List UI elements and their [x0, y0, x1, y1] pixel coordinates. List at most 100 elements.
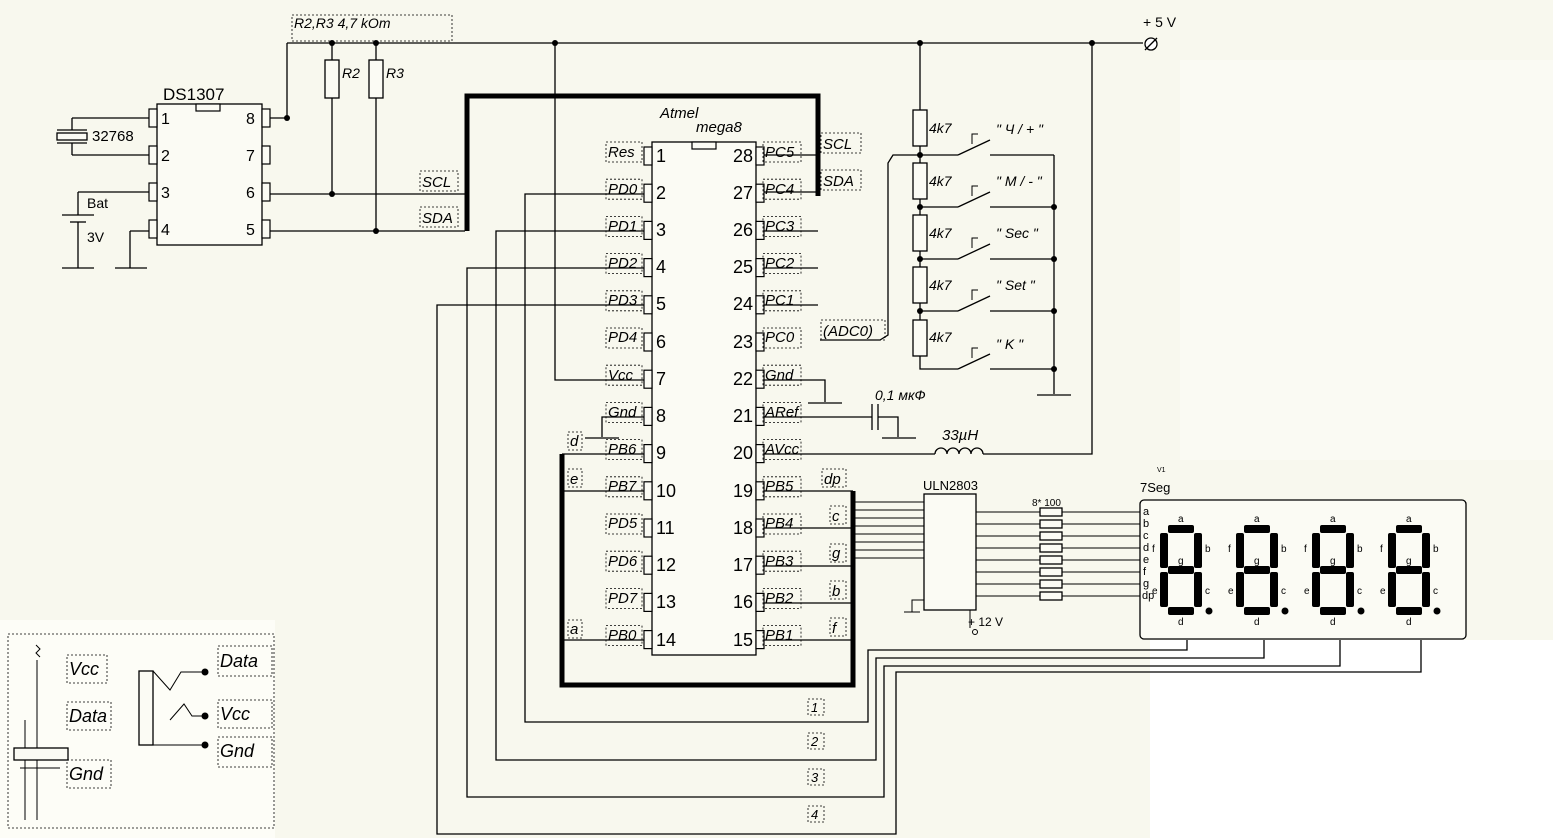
- btn-res-5: 4k7: [929, 329, 953, 345]
- sda-tag-box: [419, 206, 459, 228]
- mcu-pin-stub-right: [755, 332, 765, 352]
- digit-3-segment-f: [1312, 533, 1320, 568]
- mcu-pin-stub-left: [643, 332, 653, 352]
- digit-1-segment-c: [1194, 572, 1202, 607]
- digit-3-label-a: a: [1330, 514, 1336, 525]
- mcu-pin-16: 16: [733, 592, 753, 612]
- mcu-sig-box-right: [762, 364, 802, 386]
- inductor: [934, 447, 984, 455]
- seg-tag-c-box: [829, 505, 847, 525]
- mcu-sig-pb7: PB7: [608, 478, 637, 495]
- ds1307-pin4: 4: [161, 222, 170, 239]
- digit-4-segment-a: [1396, 525, 1422, 533]
- mcu-sig-pd0: PD0: [608, 181, 638, 198]
- mcu-sig-pb2: PB2: [765, 590, 794, 607]
- mcu-sig-pc4: PC4: [765, 181, 794, 198]
- mcu-pin-19: 19: [733, 481, 753, 501]
- seg-tag-e: e: [570, 471, 578, 488]
- mcu-sig-box-right: [762, 178, 802, 200]
- seg-tag-dp: dp: [824, 471, 841, 488]
- mcu-pin-14: 14: [656, 630, 676, 650]
- seg-tag-c: c: [832, 508, 840, 525]
- mcu-sig-box-right: [762, 476, 802, 498]
- mcu-pin-27: 27: [733, 183, 753, 203]
- mcu-sig-res: Res: [608, 144, 635, 161]
- display-frame: [1139, 499, 1467, 640]
- seg-tag-b-box: [829, 580, 847, 600]
- mcu-sig-box-left: [605, 215, 643, 237]
- mcu-sig-box-left: [605, 625, 643, 646]
- resistor-r2: [324, 43, 340, 197]
- mcu-sig-pd7: PD7: [608, 590, 638, 607]
- mcu-pin-21: 21: [733, 406, 753, 426]
- seg-tag-dp-box: [821, 468, 847, 488]
- scl-tag-box: [419, 170, 459, 192]
- adc-tag: (ADC0): [823, 323, 873, 340]
- conn-gnd-right: Gnd: [220, 741, 255, 761]
- digit-1-label-a: a: [1178, 514, 1184, 525]
- uln2803-chip: [904, 493, 978, 635]
- mcu-pin-9: 9: [656, 443, 666, 463]
- mcu-gnd-wire: [601, 416, 644, 437]
- ds1307-pin7: 7: [246, 148, 255, 165]
- crystal-label: 32768: [92, 128, 134, 145]
- display-name: 7Seg: [1140, 480, 1170, 495]
- digit-2-segment-b: [1270, 533, 1278, 568]
- digit-tag-3-box: [807, 768, 825, 786]
- disp-pin-g: g: [1143, 578, 1149, 590]
- mcu-sig-box-left: [605, 327, 643, 349]
- ds1307-pin2: 2: [161, 148, 170, 165]
- digit-3-label-d: d: [1330, 617, 1336, 628]
- seg-tag-g: g: [832, 545, 841, 562]
- mcu-pin-stub-left: [643, 295, 653, 315]
- mcu-pin-3: 3: [656, 220, 666, 240]
- digit-2-segment-a: [1244, 525, 1270, 533]
- digit-1-label-b: b: [1205, 544, 1211, 555]
- mcu-sig-pb1: PB1: [765, 627, 793, 644]
- conn-vcc-right: Vcc: [220, 704, 250, 724]
- ds1307-chip: [148, 103, 271, 246]
- digit-3-label-b: b: [1357, 544, 1363, 555]
- mcu-sig-box-left: [605, 439, 643, 461]
- btn-res-3: 4k7: [929, 225, 953, 241]
- mcu-sig-pc0: PC0: [765, 329, 795, 346]
- mcu-pin-12: 12: [656, 555, 676, 575]
- digit-3-segment-d: [1320, 607, 1346, 615]
- digit-tag-3: 3: [811, 770, 819, 785]
- mcu-pin-10: 10: [656, 481, 676, 501]
- mcu-pin-stub-left: [643, 629, 653, 650]
- seg-tag-a: a: [570, 621, 578, 638]
- disp-pin-e: e: [1143, 554, 1149, 566]
- digit-3-label-e: e: [1304, 586, 1310, 597]
- digit-3-segment-e: [1312, 572, 1320, 607]
- mcu-sig-box-right: [762, 439, 802, 461]
- digit-tag-2: 2: [810, 734, 819, 749]
- digit-2-label-g: g: [1254, 556, 1260, 567]
- conn-vcc-left-box: [66, 654, 108, 684]
- scl-tag-right-box: [820, 132, 862, 154]
- mcu-sig-box-left: [605, 401, 643, 423]
- digit-1-segment-d: [1168, 607, 1194, 615]
- mcu-pin-stub-left: [643, 406, 653, 426]
- conn-gnd-right-box: [217, 736, 273, 768]
- disp-pin-dp: dp: [1142, 590, 1154, 602]
- mcu-pin-28: 28: [733, 146, 753, 166]
- mcu-sig-pd1: PD1: [608, 218, 637, 235]
- mcu-pin-stub-right: [755, 555, 765, 575]
- digit-2-label-f: f: [1228, 544, 1231, 555]
- mcu-sig-box-right: [762, 215, 802, 237]
- seg-tag-f-box: [829, 617, 847, 637]
- mcu-pin-11: 11: [656, 518, 675, 538]
- mcu-pin-stub-left: [643, 555, 653, 575]
- mcu-sig-pb6: PB6: [608, 441, 637, 458]
- mcu-sig-aref: ARef: [764, 404, 800, 421]
- scl-tag-right: SCL: [823, 136, 852, 153]
- digit-tag-1: 1: [811, 700, 818, 715]
- mcu-sig-box-left: [605, 364, 643, 386]
- mcu-sig-box-left: [605, 588, 643, 609]
- mcu-pin-stub-left: [643, 258, 653, 278]
- digit-4-segment-g: [1396, 566, 1422, 574]
- resistor-r3: [368, 43, 384, 234]
- ds1307-pin1: 1: [161, 111, 170, 128]
